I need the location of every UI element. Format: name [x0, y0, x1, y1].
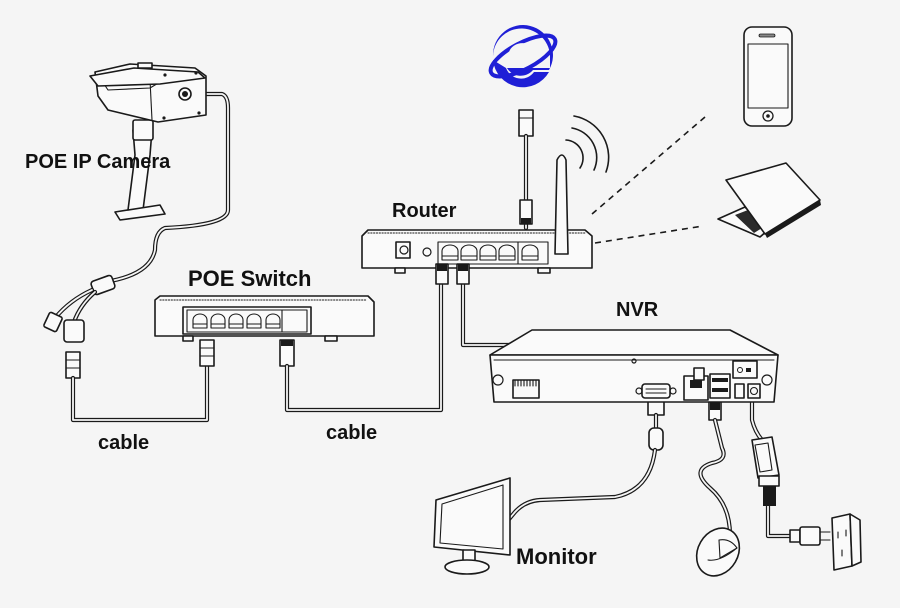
cable-nvr-to-mouse [698, 397, 733, 538]
camera-label: POE IP Camera [25, 151, 171, 173]
router-label: Router [392, 200, 457, 222]
power-plug-icon [789, 526, 831, 546]
cable-middle-label: cable [326, 422, 378, 444]
poe-switch-label: POE Switch [188, 266, 312, 291]
wireless-link-laptop [594, 225, 704, 244]
cable-camera-to-splitter [102, 91, 231, 285]
monitor-icon [433, 477, 511, 575]
wall-outlet-icon [831, 513, 862, 571]
cable-left-camera-to-switch [65, 339, 215, 423]
power-adapter-icon [751, 436, 780, 506]
nvr-icon [489, 329, 779, 403]
bullet-camera-icon [89, 62, 207, 221]
cable-internet-to-router [518, 109, 534, 231]
mouse-icon [695, 527, 741, 577]
smartphone-icon [743, 26, 793, 127]
wifi-router-icon [361, 115, 610, 285]
cable-middle-switch-to-router [279, 277, 444, 413]
cable-left-label: cable [98, 432, 150, 454]
cable-nvr-to-monitor [497, 394, 665, 533]
wireless-link-phone [591, 116, 706, 215]
monitor-label: Monitor [516, 544, 597, 569]
nvr-label: NVR [616, 299, 659, 321]
laptop-icon [717, 162, 821, 238]
splitter-pigtail [43, 274, 116, 343]
network-switch-icon [154, 295, 375, 342]
internet-explorer-icon [488, 25, 558, 88]
